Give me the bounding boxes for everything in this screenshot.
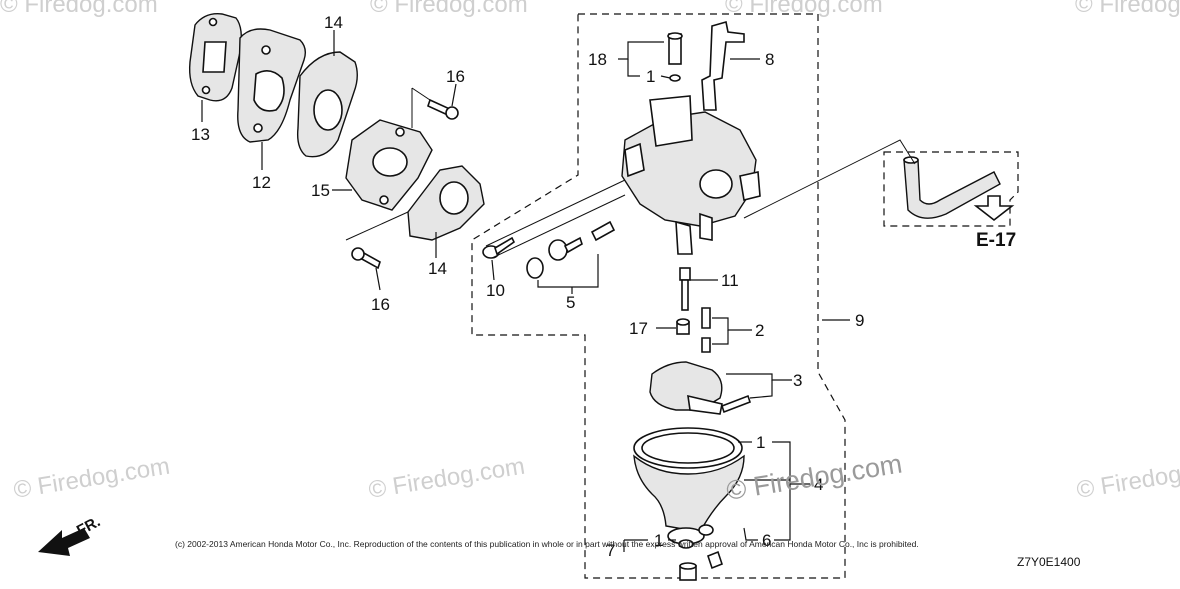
carburetor-body bbox=[621, 95, 761, 255]
fuel-tube bbox=[903, 156, 1001, 219]
watermark: © Firedog.com bbox=[367, 453, 527, 504]
insulator-12 bbox=[237, 28, 307, 143]
drain-bolt-7 bbox=[679, 562, 697, 581]
washer-1-bottom bbox=[698, 524, 714, 536]
bolt-16-bottom bbox=[351, 247, 381, 270]
callouts: 18 1 8 16 14 13 12 15 14 16 10 5 11 2 17… bbox=[191, 13, 864, 560]
insulator-15 bbox=[345, 119, 433, 211]
callout-14-top: 14 bbox=[324, 13, 343, 32]
gasket-13 bbox=[188, 13, 243, 102]
float-3 bbox=[649, 361, 752, 415]
callout-4: 4 bbox=[814, 475, 823, 494]
callout-17: 17 bbox=[629, 319, 648, 338]
choke-lever-8 bbox=[701, 20, 745, 111]
guide-line bbox=[485, 179, 626, 247]
watermark-center: © Firedog.com bbox=[724, 449, 904, 506]
callout-13: 13 bbox=[191, 125, 210, 144]
guide-line bbox=[411, 87, 431, 101]
watermark: © Firedog.com bbox=[12, 453, 172, 504]
guide-line bbox=[743, 139, 916, 219]
diagram-code: Z7Y0E1400 bbox=[1017, 555, 1081, 569]
callout-9: 9 bbox=[855, 311, 864, 330]
callout-5: 5 bbox=[566, 293, 575, 312]
jet-11 bbox=[679, 267, 691, 311]
assembly-boundary bbox=[471, 13, 846, 579]
callout-16-top: 16 bbox=[446, 67, 465, 86]
down-arrow-icon bbox=[973, 195, 1015, 222]
callout-14-bottom: 14 bbox=[428, 259, 447, 278]
callout-6: 6 bbox=[762, 531, 771, 550]
callout-16-bottom: 16 bbox=[371, 295, 390, 314]
pilot-screw-5 bbox=[526, 220, 616, 279]
leader-lines bbox=[201, 30, 850, 552]
callout-2: 2 bbox=[755, 321, 764, 340]
watermark-group: © Firedog.com © Firedog.com © Firedog.co… bbox=[0, 0, 1180, 504]
float-chamber-4 bbox=[633, 427, 745, 545]
callout-1-bottom: 1 bbox=[654, 531, 663, 550]
callout-15: 15 bbox=[311, 181, 330, 200]
screw-18 bbox=[667, 32, 683, 65]
watermark: © Firedog.com bbox=[725, 0, 883, 18]
callout-18: 18 bbox=[588, 50, 607, 69]
washer-6 bbox=[678, 539, 694, 549]
watermark: © Firedog.com bbox=[0, 0, 158, 18]
callout-1-top: 1 bbox=[646, 67, 655, 86]
tube-boundary bbox=[883, 151, 1019, 227]
reference-label: E-17 bbox=[976, 230, 1016, 251]
callout-3: 3 bbox=[793, 371, 802, 390]
callout-8: 8 bbox=[765, 50, 774, 69]
callout-7: 7 bbox=[606, 541, 615, 560]
gasket-14-lower bbox=[407, 165, 485, 241]
bolt-16-top bbox=[427, 98, 459, 120]
callout-1-float: 1 bbox=[756, 433, 765, 452]
jet-17 bbox=[676, 318, 690, 335]
gasket-14-upper bbox=[296, 51, 358, 158]
washer-1-top bbox=[669, 74, 681, 82]
callout-10: 10 bbox=[486, 281, 505, 300]
callout-12: 12 bbox=[252, 173, 271, 192]
watermark: © Firedog.com bbox=[1075, 453, 1180, 504]
guide-line bbox=[345, 211, 409, 241]
watermark: © Firedog.com bbox=[370, 0, 528, 18]
drain-screw bbox=[707, 550, 723, 570]
copyright-notice: (c) 2002-2013 American Honda Motor Co., … bbox=[175, 539, 919, 549]
guide-line bbox=[491, 194, 626, 259]
callout-11: 11 bbox=[721, 271, 739, 290]
front-direction-arrow-icon bbox=[38, 528, 90, 556]
screw-10 bbox=[482, 236, 516, 259]
watermark: © Firedog.com bbox=[1075, 0, 1180, 18]
needle-2 bbox=[701, 307, 711, 353]
